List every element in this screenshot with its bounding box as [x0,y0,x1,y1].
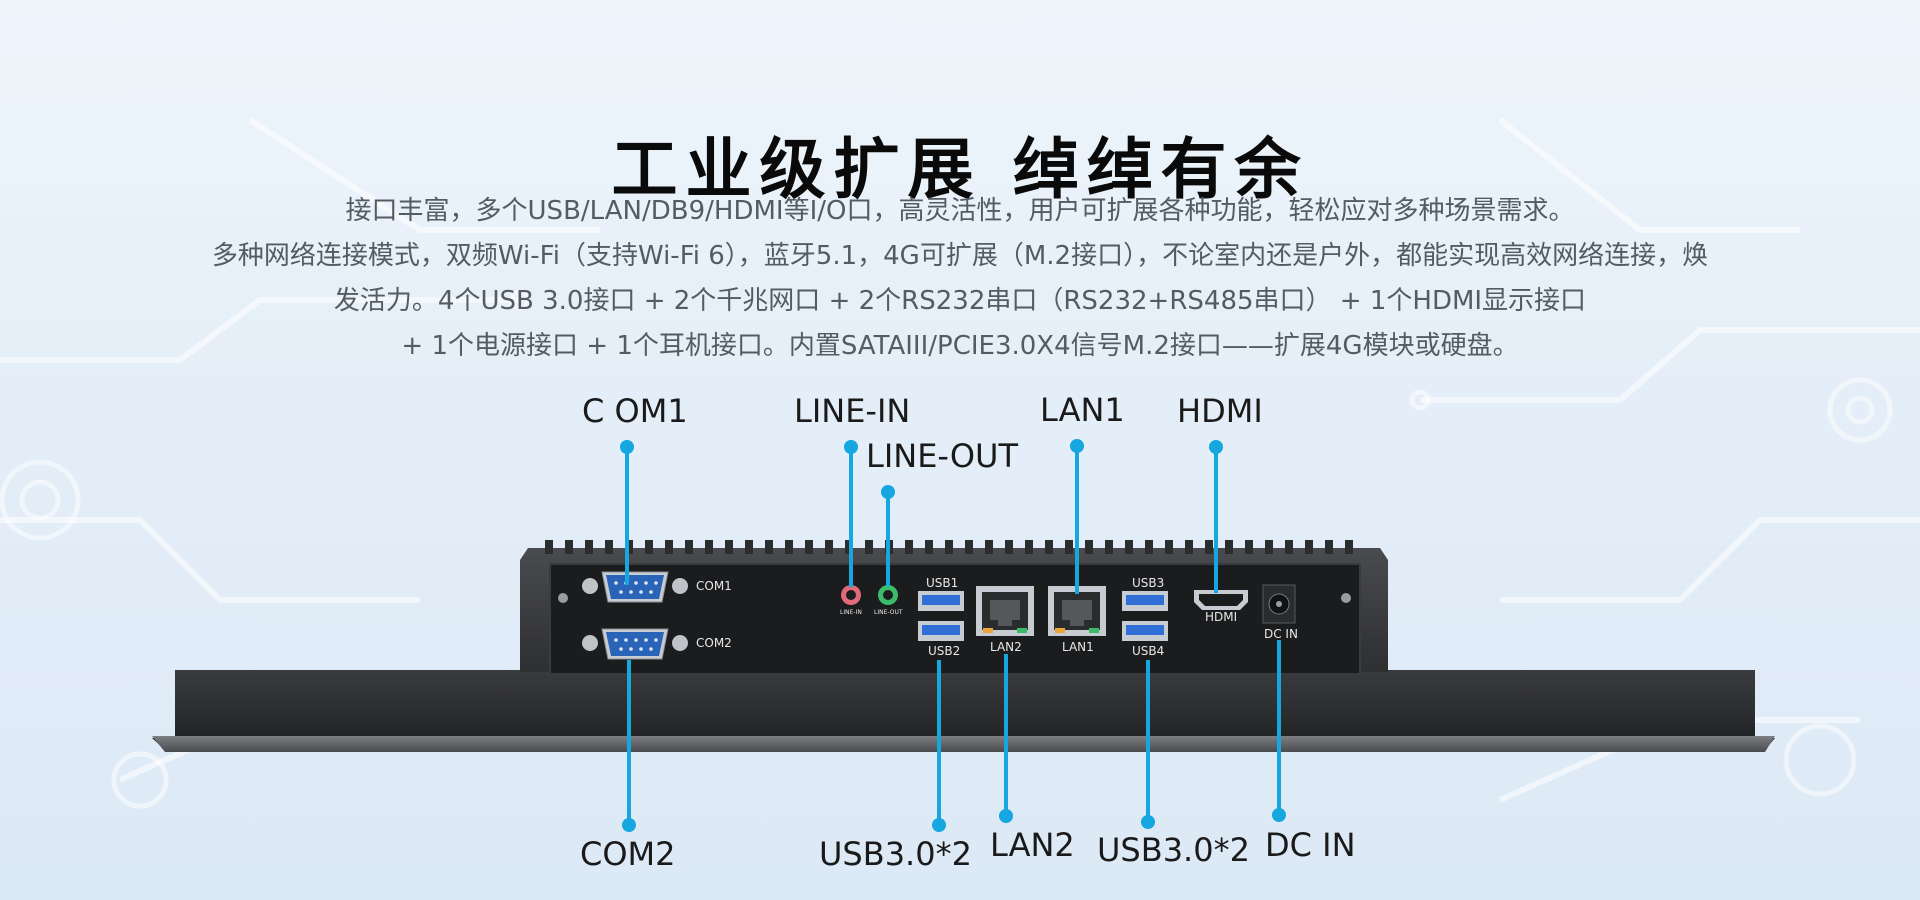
leader-dot-usb-b [1141,815,1155,829]
lan1-port [1048,586,1106,636]
usb2-port [918,621,964,641]
leader-line-com2 [627,660,631,825]
leader-line-lan2 [1004,654,1008,816]
page-title: 工业级扩展 绰绰有余 [611,131,1309,209]
leader-dot-lan1 [1070,439,1084,453]
leader-dot-usb-a [932,818,946,832]
panel-label-line-in: LINE-IN [840,609,862,616]
com2-db9-port [582,628,688,660]
panel-base-lip [152,736,1775,752]
callout-dc-in: DC IN [1265,826,1356,864]
leader-dot-line-in [844,440,858,454]
leader-dot-hdmi [1209,440,1223,454]
usb4-port [1122,621,1168,641]
leader-line-line-in [849,447,853,587]
description-line-3: 发活力。4个USB 3.0接口 + 2个千兆网口 + 2个RS232串口（RS2… [333,286,1587,316]
panel-label-usb3: USB3 [1132,576,1164,590]
panel-label-lan2: LAN2 [990,640,1022,654]
usb1-port [918,591,964,611]
leader-dot-dc-in [1272,808,1286,822]
description-line-2: 多种网络连接模式，双频Wi-Fi（支持Wi-Fi 6），蓝牙5.1，4G可扩展（… [211,241,1709,271]
callout-com2: COM2 [580,835,676,873]
callout-line-out: LINE-OUT [866,437,1019,475]
panel-label-com1: COM1 [696,579,732,593]
dc-in-port [1262,584,1296,624]
leader-line-hdmi [1214,447,1218,593]
hdmi-port [1194,590,1248,610]
leader-dot-com1 [620,440,634,454]
panel-label-lan1: LAN1 [1062,640,1094,654]
heatsink-fins [545,540,1353,554]
com1-db9-port [582,571,688,603]
usb3-port [1122,591,1168,611]
description-line-4: + 1个电源接口 + 1个耳机接口。内置SATAIII/PCIE3.0X4信号M… [401,331,1519,361]
leader-line-usb-b [1146,660,1150,822]
callout-line-in: LINE-IN [794,392,911,430]
callout-lan2: LAN2 [990,826,1075,864]
description-line-1: 接口丰富，多个USB/LAN/DB9/HDMI等I/O口，高灵活性，用户可扩展各… [345,196,1575,226]
line-in-jack [841,585,861,605]
leader-line-lan1 [1075,446,1079,594]
panel-label-line-out: LINE-OUT [874,609,903,616]
leader-dot-line-out [881,485,895,499]
panel-label-hdmi: HDMI [1205,610,1237,624]
panel-label-com2: COM2 [696,636,732,650]
lan2-port [976,586,1034,636]
leader-dot-lan2 [999,809,1013,823]
callout-com1: C OM1 [582,392,688,430]
leader-line-com1 [625,447,629,585]
panel-label-usb2: USB2 [928,644,960,658]
line-out-jack [878,585,898,605]
panel-label-dc-in: DC IN [1264,627,1298,641]
panel-label-usb4: USB4 [1132,644,1164,658]
callout-lan1: LAN1 [1040,391,1125,429]
panel-base [152,670,1775,750]
callout-usb-a: USB3.0*2 [819,835,972,873]
leader-line-dc-in [1277,640,1281,815]
screw-icon [558,593,1351,603]
leader-line-line-out [886,492,890,586]
callout-hdmi: HDMI [1177,392,1263,430]
leader-line-usb-a [937,660,941,825]
leader-dot-com2 [622,818,636,832]
panel-label-usb1: USB1 [926,576,958,590]
callout-usb-b: USB3.0*2 [1097,831,1250,869]
